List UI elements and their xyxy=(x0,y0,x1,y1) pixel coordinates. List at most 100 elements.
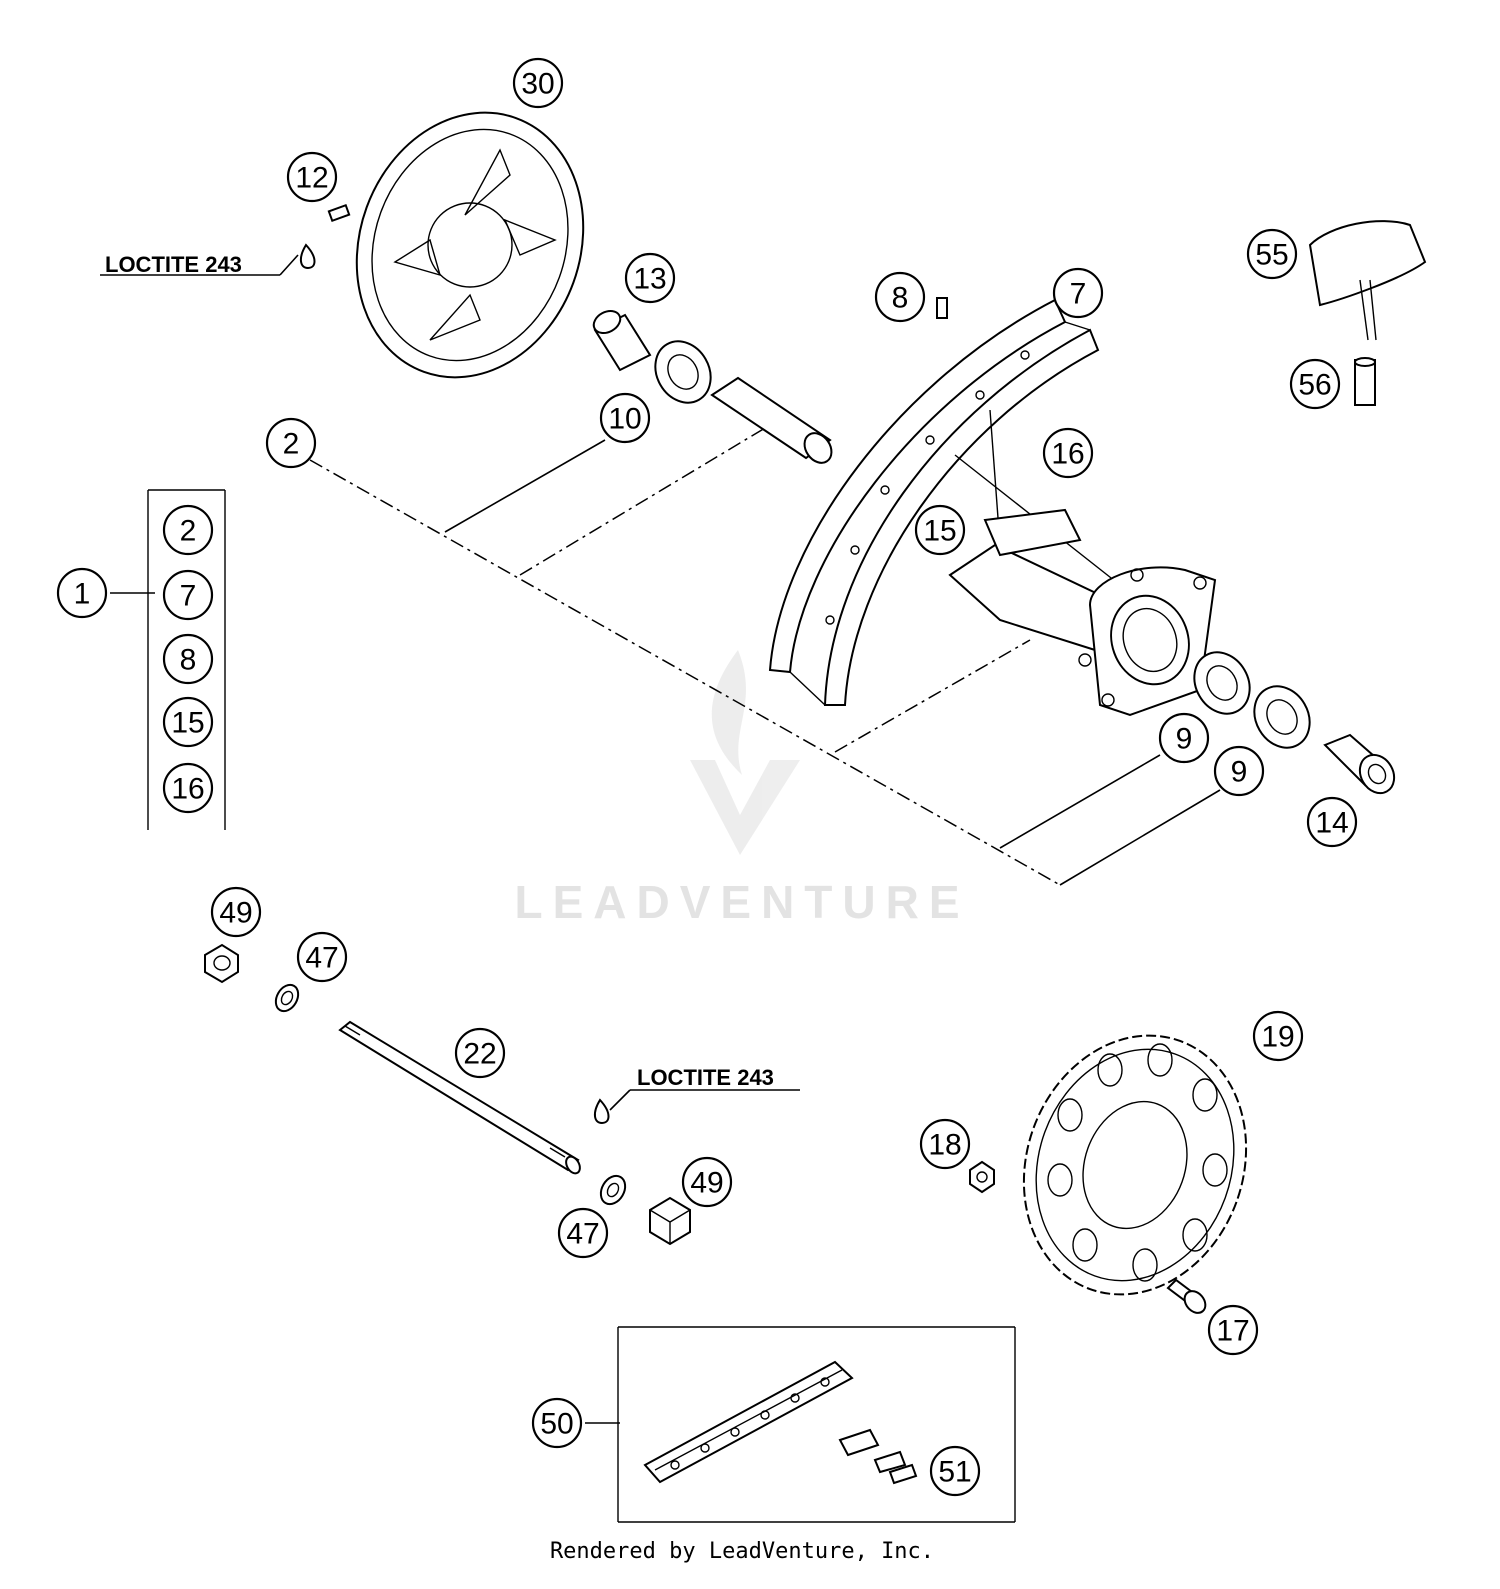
callout-circle xyxy=(512,57,564,109)
callout-circle xyxy=(1158,712,1210,764)
callout-c2: 2 xyxy=(265,417,317,469)
callout-c16b: 16 xyxy=(162,762,214,814)
callout-circle xyxy=(1252,1010,1304,1062)
callout-circle xyxy=(1042,427,1094,479)
callout-c51: 51 xyxy=(929,1445,981,1497)
callout-number: 7 xyxy=(1070,278,1087,311)
spacer-and-bearing xyxy=(592,309,712,404)
axle-washer-left xyxy=(274,983,300,1013)
callout-number: 19 xyxy=(1261,1021,1294,1054)
callout-number: 2 xyxy=(180,515,197,548)
callout-number: 15 xyxy=(923,515,956,548)
axle-washer-right xyxy=(599,1174,627,1206)
callout-number: 13 xyxy=(633,263,666,296)
callout-circle xyxy=(557,1207,609,1259)
footer-credit: Rendered by LeadVenture, Inc. xyxy=(550,1539,934,1564)
loctite-drop-icon-bottom xyxy=(594,1098,610,1125)
axle-nut-right xyxy=(649,1196,691,1246)
callout-circle xyxy=(296,931,348,983)
callout-number: 14 xyxy=(1315,807,1348,840)
callout-circle xyxy=(1052,267,1104,319)
callout-c55: 55 xyxy=(1246,228,1298,280)
callout-c47a: 47 xyxy=(296,931,348,983)
callout-c56: 56 xyxy=(1289,358,1341,410)
callout-c18: 18 xyxy=(919,1118,971,1170)
callout-circle xyxy=(286,151,338,203)
callout-circle xyxy=(265,417,317,469)
callout-number: 9 xyxy=(1231,756,1248,789)
wheel-rim xyxy=(768,298,1100,706)
callout-number: 2 xyxy=(283,428,300,461)
distance-tube xyxy=(710,376,833,464)
brake-disc xyxy=(355,111,585,379)
callout-c2b: 2 xyxy=(162,504,214,556)
callout-c17: 17 xyxy=(1207,1304,1259,1356)
wheel-axle xyxy=(338,1020,581,1175)
callout-c7b: 7 xyxy=(162,569,214,621)
sprocket-nut xyxy=(969,1160,995,1194)
callout-c15: 15 xyxy=(914,504,966,556)
callout-c9a: 9 xyxy=(1158,712,1210,764)
callout-c9b: 9 xyxy=(1213,745,1265,797)
callout-c12: 12 xyxy=(286,151,338,203)
drive-chain xyxy=(643,1360,854,1484)
loctite-note-bottom: LOCTITE 243 xyxy=(637,1065,774,1090)
callout-circle xyxy=(1306,796,1358,848)
callout-circle xyxy=(1246,228,1298,280)
callout-c13: 13 xyxy=(624,252,676,304)
chain-master-link xyxy=(838,1428,918,1485)
disc-bolt xyxy=(300,203,351,270)
callout-c30: 30 xyxy=(512,57,564,109)
valve-stem xyxy=(1354,357,1376,406)
callout-number: 16 xyxy=(171,773,204,806)
callout-c14: 14 xyxy=(1306,796,1358,848)
callout-c1: 1 xyxy=(56,567,108,619)
callout-number: 1 xyxy=(74,578,91,611)
callout-circle xyxy=(162,504,214,556)
callout-c10: 10 xyxy=(599,392,651,444)
callout-c8: 8 xyxy=(874,271,926,323)
callout-c50: 50 xyxy=(531,1397,583,1449)
callout-circle xyxy=(681,1156,733,1208)
callout-number: 22 xyxy=(463,1038,496,1071)
callout-number: 18 xyxy=(928,1129,961,1162)
callout-circle xyxy=(874,271,926,323)
callout-circle xyxy=(454,1027,506,1079)
wheel-hub xyxy=(948,508,1217,717)
callout-number: 50 xyxy=(540,1408,573,1441)
callout-circle xyxy=(914,504,966,556)
callout-circle xyxy=(1207,1304,1259,1356)
loctite-drop-icon xyxy=(300,243,316,270)
callout-c49b: 49 xyxy=(681,1156,733,1208)
callout-circle xyxy=(929,1445,981,1497)
callout-circle xyxy=(624,252,676,304)
callout-number: 17 xyxy=(1216,1315,1249,1348)
watermark-text: LEADVENTURE xyxy=(514,876,969,928)
assembly-axis-lines xyxy=(309,424,1221,886)
callout-number: 16 xyxy=(1051,438,1084,471)
callout-number: 51 xyxy=(938,1456,971,1489)
callout-c7: 7 xyxy=(1052,267,1104,319)
rear-sprocket xyxy=(1022,1034,1248,1296)
callout-number: 47 xyxy=(566,1218,599,1251)
callout-number: 47 xyxy=(305,942,338,975)
callout-c47b: 47 xyxy=(557,1207,609,1259)
callout-circle xyxy=(919,1118,971,1170)
callout-circle xyxy=(162,569,214,621)
callout-circle xyxy=(162,633,214,685)
callout-number: 10 xyxy=(608,403,641,436)
chain-box xyxy=(585,1326,1016,1523)
spoke-nipple xyxy=(936,297,948,319)
callout-circle xyxy=(162,696,214,748)
callout-c22: 22 xyxy=(454,1027,506,1079)
rim-tape xyxy=(1308,220,1427,341)
callout-number: 15 xyxy=(171,707,204,740)
callout-number: 7 xyxy=(180,580,197,613)
callout-circle xyxy=(1213,745,1265,797)
callout-number: 55 xyxy=(1255,239,1288,272)
callout-c16: 16 xyxy=(1042,427,1094,479)
callout-circle xyxy=(599,392,651,444)
loctite-note-top: LOCTITE 243 xyxy=(105,252,242,277)
